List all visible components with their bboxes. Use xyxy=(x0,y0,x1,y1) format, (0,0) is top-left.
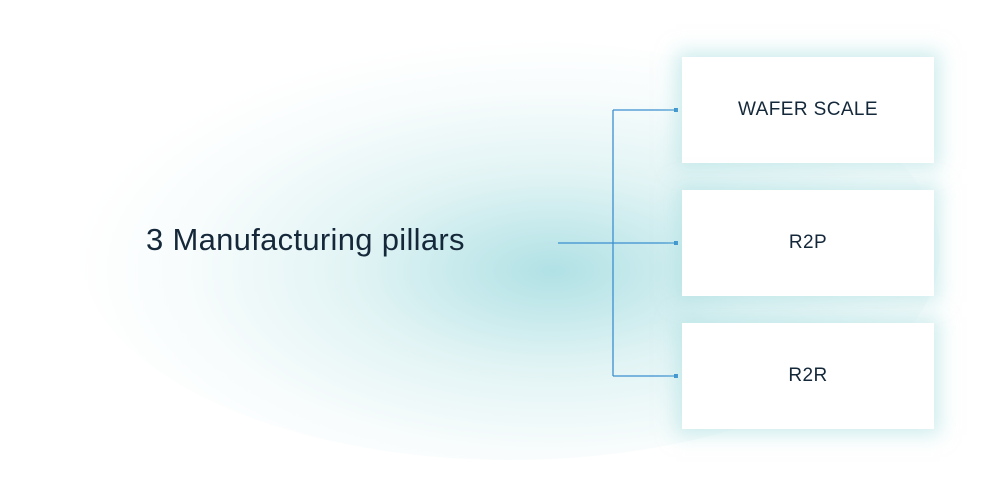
pillar-label: R2P xyxy=(788,232,828,253)
pillar-box-r2r: R2R xyxy=(682,323,934,429)
pillar-box-wafer-scale: WAFER SCALE xyxy=(682,57,934,163)
diagram-title: 3 Manufacturing pillars xyxy=(146,222,465,257)
pillar-box-r2p: R2P xyxy=(682,190,934,296)
pillar-label: R2R xyxy=(788,365,828,386)
pillar-label: WAFER SCALE xyxy=(738,99,878,120)
connector-dot xyxy=(674,241,678,245)
connector-dot xyxy=(674,108,678,112)
connector-dot xyxy=(674,374,678,378)
